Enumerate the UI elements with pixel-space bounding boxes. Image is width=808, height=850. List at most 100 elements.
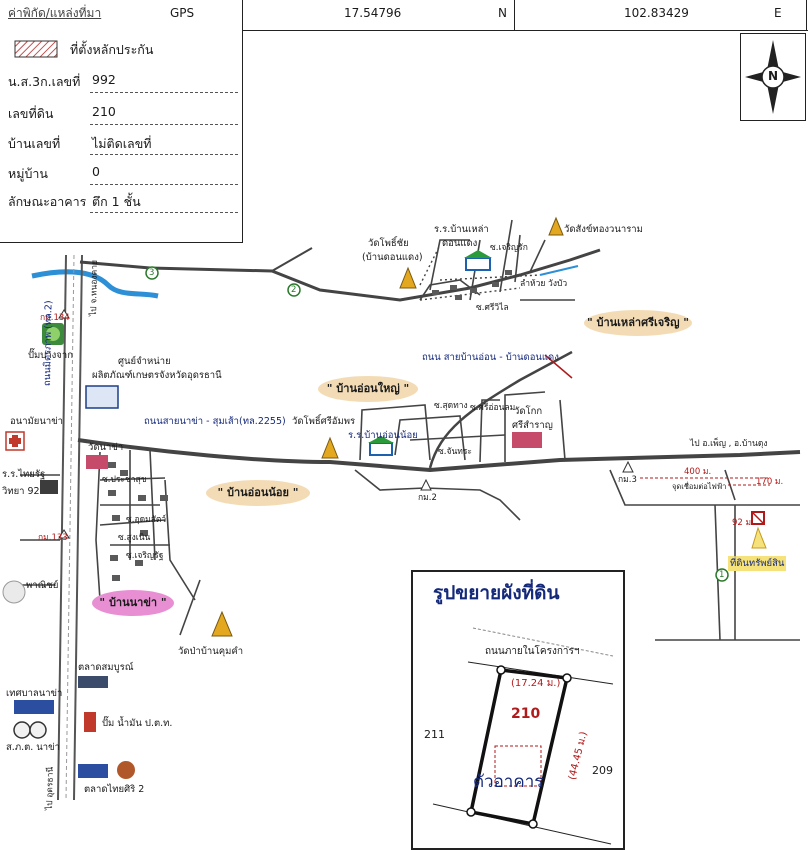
deed-value: 992 (92, 72, 116, 87)
legend-hatch-swatch (14, 40, 58, 58)
house-no-value: ไม่ติดเลขที่ (92, 136, 152, 151)
label-school-thairat: ร.ร.ไทยรัฐ (2, 469, 46, 480)
school-icons (368, 250, 492, 456)
label-road-nakha-sumsao: ถนนสายนาข่า - สุมเส้า(ทล.2255) (144, 416, 286, 427)
label-road-ban-on-don-daeng: ถนน สายบ้านอ่อน - บ้านดอนแดง (422, 352, 559, 363)
village-blocks-nakha (108, 462, 168, 581)
label-soi-chantra: ซ.จันทระ (438, 447, 472, 457)
compass-icon (745, 40, 801, 114)
label-to-phen: ไป อ.เพ็ญ , อ.บ้านดุง (690, 439, 768, 449)
land-no-value: 210 (92, 104, 116, 119)
label-bangchak: ปั๊มบางจาก (28, 350, 73, 361)
callout-ban-on-noi: " บ้านอ่อนน้อย " (206, 480, 310, 506)
coord-label: ค่าพิกัด/แหล่งที่มา (8, 6, 102, 20)
label-soi-prachasuk: ซ.ประชาสุข (102, 475, 147, 485)
label-school-ban-on-noi: ร.ร.บ้านอ่อนน้อย (348, 430, 418, 441)
label-km2: กม.2 (418, 493, 437, 503)
land-no-label: เลขที่ดิน (8, 106, 54, 121)
label-soi-udon-sat: ซ.อุดมสัตว์ (126, 515, 167, 525)
building-icons (2, 385, 542, 779)
label-wat-pho-si: วัดโพธิ์ศรีอัมพร (292, 416, 356, 427)
label-dist-400: 400 ม. (684, 467, 712, 477)
km-markers (58, 309, 634, 539)
inset-building-label: ตัวอาคาร (473, 772, 544, 792)
inset-top-width: (17.24 ม.) (511, 678, 561, 689)
compass-letter: N (768, 69, 779, 83)
bangchak-icon (42, 323, 64, 345)
mask-block-bottom (210, 800, 410, 850)
callout-ban-na-kha: " บ้านนาข่า " (92, 590, 174, 616)
highway-road (57, 254, 83, 801)
label-wat-ko-si: วัดโกก (514, 406, 543, 417)
longitude-value: 102.83429 (624, 6, 689, 20)
label-market-thai-siri: ตลาดไทยศิริ 2 (84, 784, 145, 795)
label-wat-ko-si2: ศรีสำราญ (512, 420, 553, 431)
north-compass: N (740, 33, 806, 121)
moo-label: หมู่บ้าน (8, 166, 48, 181)
house-no-label: บ้านเลขที่ (8, 136, 61, 151)
label-elec-point: จุดเชื่อมต่อไฟฟ้า (672, 482, 727, 491)
label-wat-nakha: วัดนาข่า (88, 442, 124, 453)
neighbor-plot-211: 211 (424, 728, 445, 741)
label-lam-huai: ลำห้วย วังบัว (520, 279, 568, 289)
label-saktor-nakha: ส.ภ.ต. นาข่า (6, 742, 60, 753)
village-roads (20, 219, 800, 641)
label-market-sombun: ตลาดสมบูรณ์ (78, 662, 134, 673)
latitude-dir: N (498, 6, 507, 20)
label-witthaya92: วิทยา 92 (2, 486, 40, 497)
label-health: อนามัยนาข่า (10, 416, 64, 427)
coord-source: GPS (170, 6, 195, 20)
label-ag-center: ศูนย์จำหน่าย (118, 356, 171, 367)
label-km3: กม.3 (618, 475, 637, 485)
label-soi-charoen-rat: ซ.เจริญรัฐ (126, 551, 164, 561)
label-soi-charoen: ซ.เจริญรัก (490, 243, 528, 253)
circle-marker-2: 2 (291, 285, 297, 295)
label-soi-sut: ซ.สุดทาง (434, 401, 468, 411)
label-km133: กม.133 (38, 533, 68, 543)
village-blocks-north (432, 270, 512, 300)
callout-ban-on-yai: " บ้านอ่อนใหญ่ " (318, 376, 418, 402)
moo-value: 0 (92, 164, 100, 179)
label-don-daeng: ดอนแดง (442, 238, 478, 249)
circle-marker-3: 3 (149, 268, 155, 278)
label-wat-sang-thong: วัดสังข์ทองวนาราม (564, 224, 643, 235)
plot-enlargement-inset: รูปขยายผังที่ดิน ถนนภายในโครงการฯ (17.24… (411, 570, 625, 850)
callout-ban-lao-si-charoen: " บ้านเหล่าศรีเจริญ " (584, 310, 692, 336)
property-marker (640, 477, 770, 549)
latitude-value: 17.54796 (344, 6, 402, 20)
property-info-panel: ที่ตั้งหลักประกัน น.ส.3ก.เลขที่ 992 เลขท… (0, 30, 243, 243)
inset-title: รูปขยายผังที่ดิน (433, 582, 560, 604)
inset-plot-number: 210 (511, 706, 541, 722)
coordinates-header: ค่าพิกัด/แหล่งที่มา GPS 17.54796 N 102.8… (0, 0, 808, 31)
label-land-location: ที่ดินทรัพย์สิน (728, 556, 787, 571)
building-label: ลักษณะอาคาร (8, 194, 87, 209)
label-wat-pa-ban-khum-kham: วัดป่าบ้านคุมคำ (178, 646, 244, 657)
road-nakha-sumsao (77, 438, 801, 473)
label-ag-center2: ผลิตภัณฑ์เกษตรจังหวัดอุดรธานี (92, 370, 222, 381)
hospital-cross (5, 431, 25, 451)
label-highway: ถนนมิตรภาพ (ทล.2) (41, 300, 55, 387)
label-soi-sungnoen: ซ.สูงเนิน (118, 533, 151, 543)
label-km134: กม.134 (40, 313, 70, 323)
label-to-nongkhai: ไป จ.หนองคาย (88, 259, 100, 317)
road-north (79, 248, 601, 302)
mask-block (0, 250, 24, 290)
inset-road-label: ถนนภายในโครงการฯ (485, 646, 580, 657)
label-soi-si-wilai: ซ.ศรีวิไล (476, 303, 509, 313)
neighbor-plot-209: 209 (592, 764, 613, 777)
label-soi-si-lom: ซ.ศรีอ่อนลม (470, 403, 516, 413)
circle-marker-1: 1 (719, 570, 725, 580)
building-value: ตึก 1 ชั้น (92, 194, 141, 209)
label-tesaban-nakha: เทศบาลนาข่า (6, 688, 63, 699)
label-wat-pho-chai: วัดโพธิ์ชัย (368, 238, 409, 249)
label-dist-170: 170 ม. (756, 477, 784, 487)
label-ptt-pump: ปั๊ม น้ำมัน ป.ต.ท. (102, 718, 173, 729)
road-ban-on-don-daeng (428, 350, 573, 469)
label-dist-92: 92 ม. (732, 518, 754, 528)
legend-label: ที่ตั้งหลักประกัน (70, 42, 154, 57)
label-ban-non-daeng: (บ้านดอนแดง) (362, 252, 423, 263)
label-school-ban-lao: ร.ร.บ้านเหล่า (434, 224, 489, 235)
stream (539, 265, 579, 276)
deed-label: น.ส.3ก.เลขที่ (8, 74, 81, 89)
